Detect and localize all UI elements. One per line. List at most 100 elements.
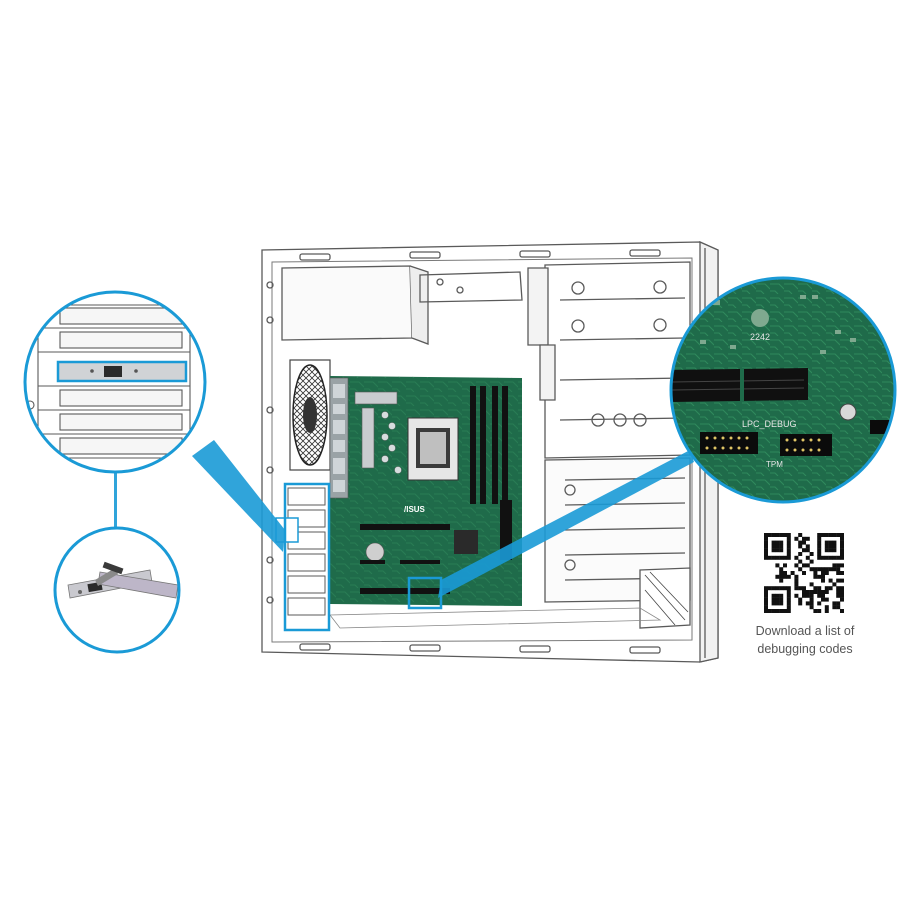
- qr-module: [764, 590, 768, 594]
- qr-module: [771, 593, 776, 598]
- qr-module: [813, 567, 818, 572]
- tpm-label: TPM: [766, 460, 783, 469]
- case-fan: [289, 359, 331, 471]
- zoom-circle-debug-card: [53, 526, 181, 654]
- qr-module: [840, 571, 844, 575]
- qr-module: [828, 578, 833, 583]
- qr-module: [809, 597, 814, 602]
- qr-module: [802, 540, 806, 545]
- qr-module: [775, 597, 780, 602]
- qr-module: [836, 590, 841, 594]
- qr-module: [783, 586, 787, 591]
- qr-module: [809, 559, 814, 564]
- qr-module: [775, 540, 780, 545]
- qr-module: [783, 555, 787, 560]
- qr-module: [764, 544, 768, 549]
- qr-module: [813, 609, 818, 613]
- qr-module: [779, 578, 784, 583]
- qr-module: [798, 601, 803, 606]
- qr-module: [832, 555, 837, 560]
- qr-module: [779, 593, 784, 598]
- qr-module: [767, 586, 772, 591]
- qr-module: [832, 548, 837, 553]
- qr-module: [824, 605, 829, 610]
- qr-module: [817, 574, 822, 579]
- qr-module: [786, 609, 791, 613]
- qr-module: [824, 548, 829, 553]
- qr-module: [775, 586, 780, 591]
- qr-module: [821, 597, 825, 602]
- qr-module: [817, 548, 822, 553]
- qr-module: [764, 552, 768, 556]
- qr-module: [805, 536, 810, 541]
- qr-module: [779, 601, 784, 606]
- qr-module: [824, 544, 829, 549]
- qr-module: [821, 578, 825, 583]
- qr-module: [840, 578, 844, 583]
- qr-module: [813, 590, 818, 594]
- qr-module: [828, 548, 833, 553]
- qr-module: [764, 593, 768, 598]
- qr-module: [813, 586, 818, 591]
- qr-module: [840, 593, 844, 598]
- qr-module: [794, 582, 799, 587]
- qr-module: [832, 582, 837, 587]
- qr-module: [817, 593, 822, 598]
- qr-module: [840, 544, 844, 549]
- qr-module: [802, 536, 806, 541]
- qr-module: [798, 597, 803, 602]
- qr-module: [805, 593, 810, 598]
- qr-caption-line-2: debugging codes: [757, 642, 853, 656]
- qr-module: [798, 540, 803, 545]
- qr-module: [824, 555, 829, 560]
- qr-module: [767, 533, 772, 537]
- qr-module: [821, 590, 825, 594]
- qr-module: [764, 609, 768, 613]
- qr-module: [840, 552, 844, 556]
- qr-module: [840, 609, 844, 613]
- qr-module: [836, 567, 841, 572]
- qr-module: [786, 574, 791, 579]
- qr-module: [783, 609, 787, 613]
- qr-module: [836, 593, 841, 598]
- callout-connectors: [114, 440, 694, 598]
- qr-module: [809, 601, 814, 606]
- qr-module: [817, 586, 822, 591]
- qr-module: [802, 571, 806, 575]
- qr-module: [828, 586, 833, 591]
- qr-module: [771, 540, 776, 545]
- qr-module: [790, 571, 795, 575]
- qr-module: [836, 533, 841, 537]
- qr-module: [794, 536, 799, 541]
- qr-module: [775, 548, 780, 553]
- qr-module: [828, 533, 833, 537]
- qr-module: [840, 540, 844, 545]
- qr-module: [809, 567, 814, 572]
- qr-module: [783, 571, 787, 575]
- qr-module: [779, 609, 784, 613]
- qr-module: [817, 601, 822, 606]
- qr-module: [824, 571, 829, 575]
- qr-module: [794, 563, 799, 568]
- qr-module: [805, 601, 810, 606]
- qr-module: [824, 597, 829, 602]
- qr-module: [798, 567, 803, 572]
- qr-caption: Download a list of debugging codes: [740, 622, 870, 658]
- qr-module: [802, 593, 806, 598]
- motherboard: /ISUS: [329, 376, 522, 606]
- qr-module: [828, 540, 833, 545]
- qr-module: [817, 536, 822, 541]
- qr-module: [836, 586, 841, 591]
- qr-module: [775, 544, 780, 549]
- zoom-circle-lpc-debug: 2242 LPC_DEBUG TPM: [669, 276, 897, 504]
- qr-module: [809, 605, 814, 610]
- qr-module: [786, 590, 791, 594]
- qr-module: [779, 574, 784, 579]
- qr-module: [771, 601, 776, 606]
- qr-module: [775, 555, 780, 560]
- qr-module: [779, 586, 784, 591]
- qr-module: [832, 567, 837, 572]
- qr-module: [824, 533, 829, 537]
- qr-module: [802, 586, 806, 591]
